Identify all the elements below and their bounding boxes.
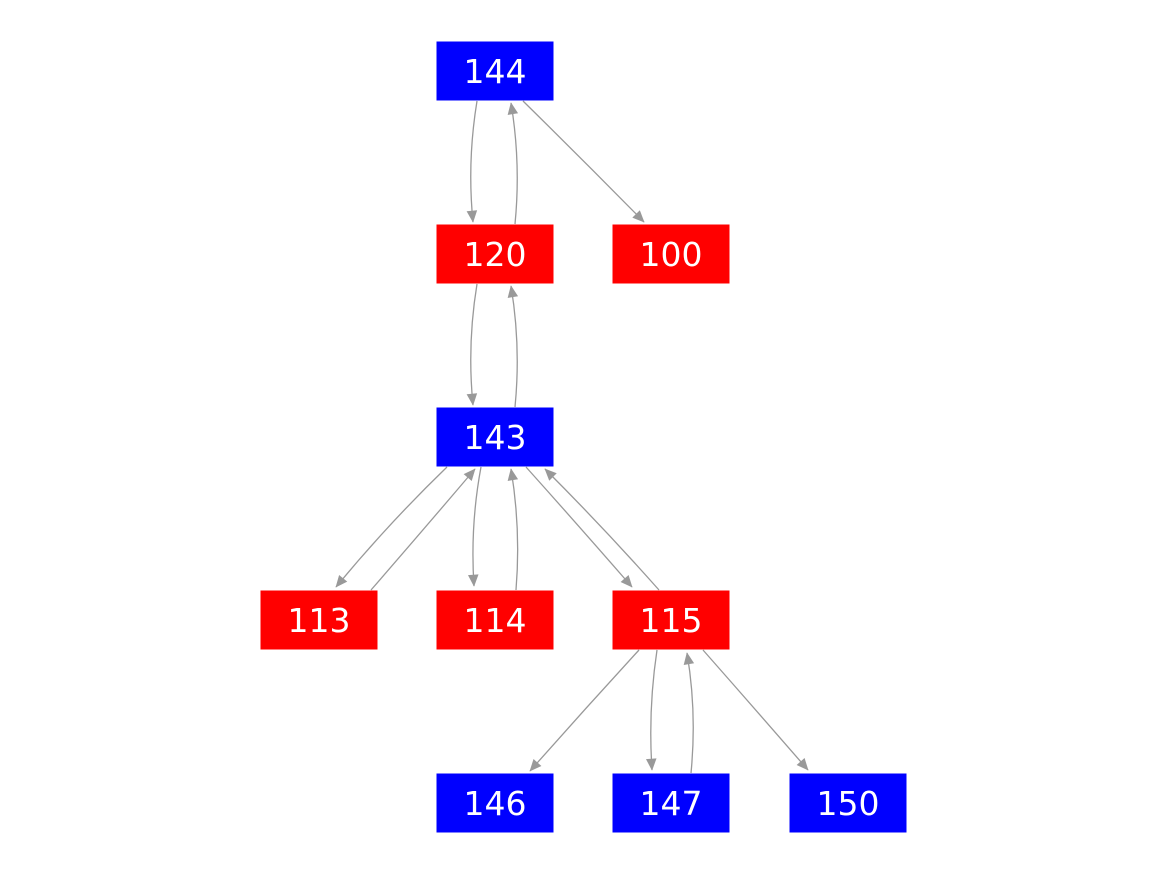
graph-node-146[interactable]: 146 — [436, 773, 554, 833]
graph-node-143[interactable]: 143 — [436, 407, 554, 467]
graph-edge-147-115 — [683, 652, 695, 774]
graph-edge-115-150 — [702, 649, 809, 771]
node-label: 150 — [817, 784, 880, 823]
node-box — [436, 407, 554, 467]
graph-edge-115-143 — [544, 468, 660, 591]
node-label: 147 — [640, 784, 703, 823]
graph-node-150[interactable]: 150 — [789, 773, 907, 833]
graph-edge-115-147 — [645, 649, 658, 771]
node-label: 120 — [464, 235, 527, 274]
graph-edge-115-146 — [529, 649, 640, 772]
graph-edge-114-143 — [507, 468, 519, 591]
node-box — [612, 224, 730, 284]
graph-node-113[interactable]: 113 — [260, 590, 378, 650]
graph-edge-143-114 — [467, 466, 482, 587]
node-box — [436, 41, 554, 101]
graph-edge-143-115 — [525, 466, 633, 588]
graph-edge-113-143 — [370, 468, 476, 591]
node-box — [436, 224, 554, 284]
node-label: 113 — [288, 601, 351, 640]
node-box — [789, 773, 907, 833]
graph-edge-120-144 — [507, 102, 519, 225]
graph-node-147[interactable]: 147 — [612, 773, 730, 833]
node-label: 114 — [464, 601, 527, 640]
node-box — [436, 590, 554, 650]
graph-node-120[interactable]: 120 — [436, 224, 554, 284]
node-label: 115 — [640, 601, 703, 640]
graph-node-100[interactable]: 100 — [612, 224, 730, 284]
node-box — [436, 773, 554, 833]
graph-edge-144-100 — [522, 100, 645, 223]
node-label: 146 — [464, 784, 527, 823]
graph-edge-120-143 — [466, 283, 478, 406]
node-box — [612, 773, 730, 833]
graph-node-114[interactable]: 114 — [436, 590, 554, 650]
graph-node-144[interactable]: 144 — [436, 41, 554, 101]
node-label: 144 — [464, 52, 527, 91]
node-box — [612, 590, 730, 650]
graph-edge-143-113 — [335, 466, 448, 588]
graph-node-115[interactable]: 115 — [612, 590, 730, 650]
node-label: 143 — [464, 418, 527, 457]
node-label: 100 — [640, 235, 703, 274]
graph-edge-144-120 — [466, 100, 478, 223]
node-box — [260, 590, 378, 650]
graph-edge-143-120 — [507, 285, 519, 408]
